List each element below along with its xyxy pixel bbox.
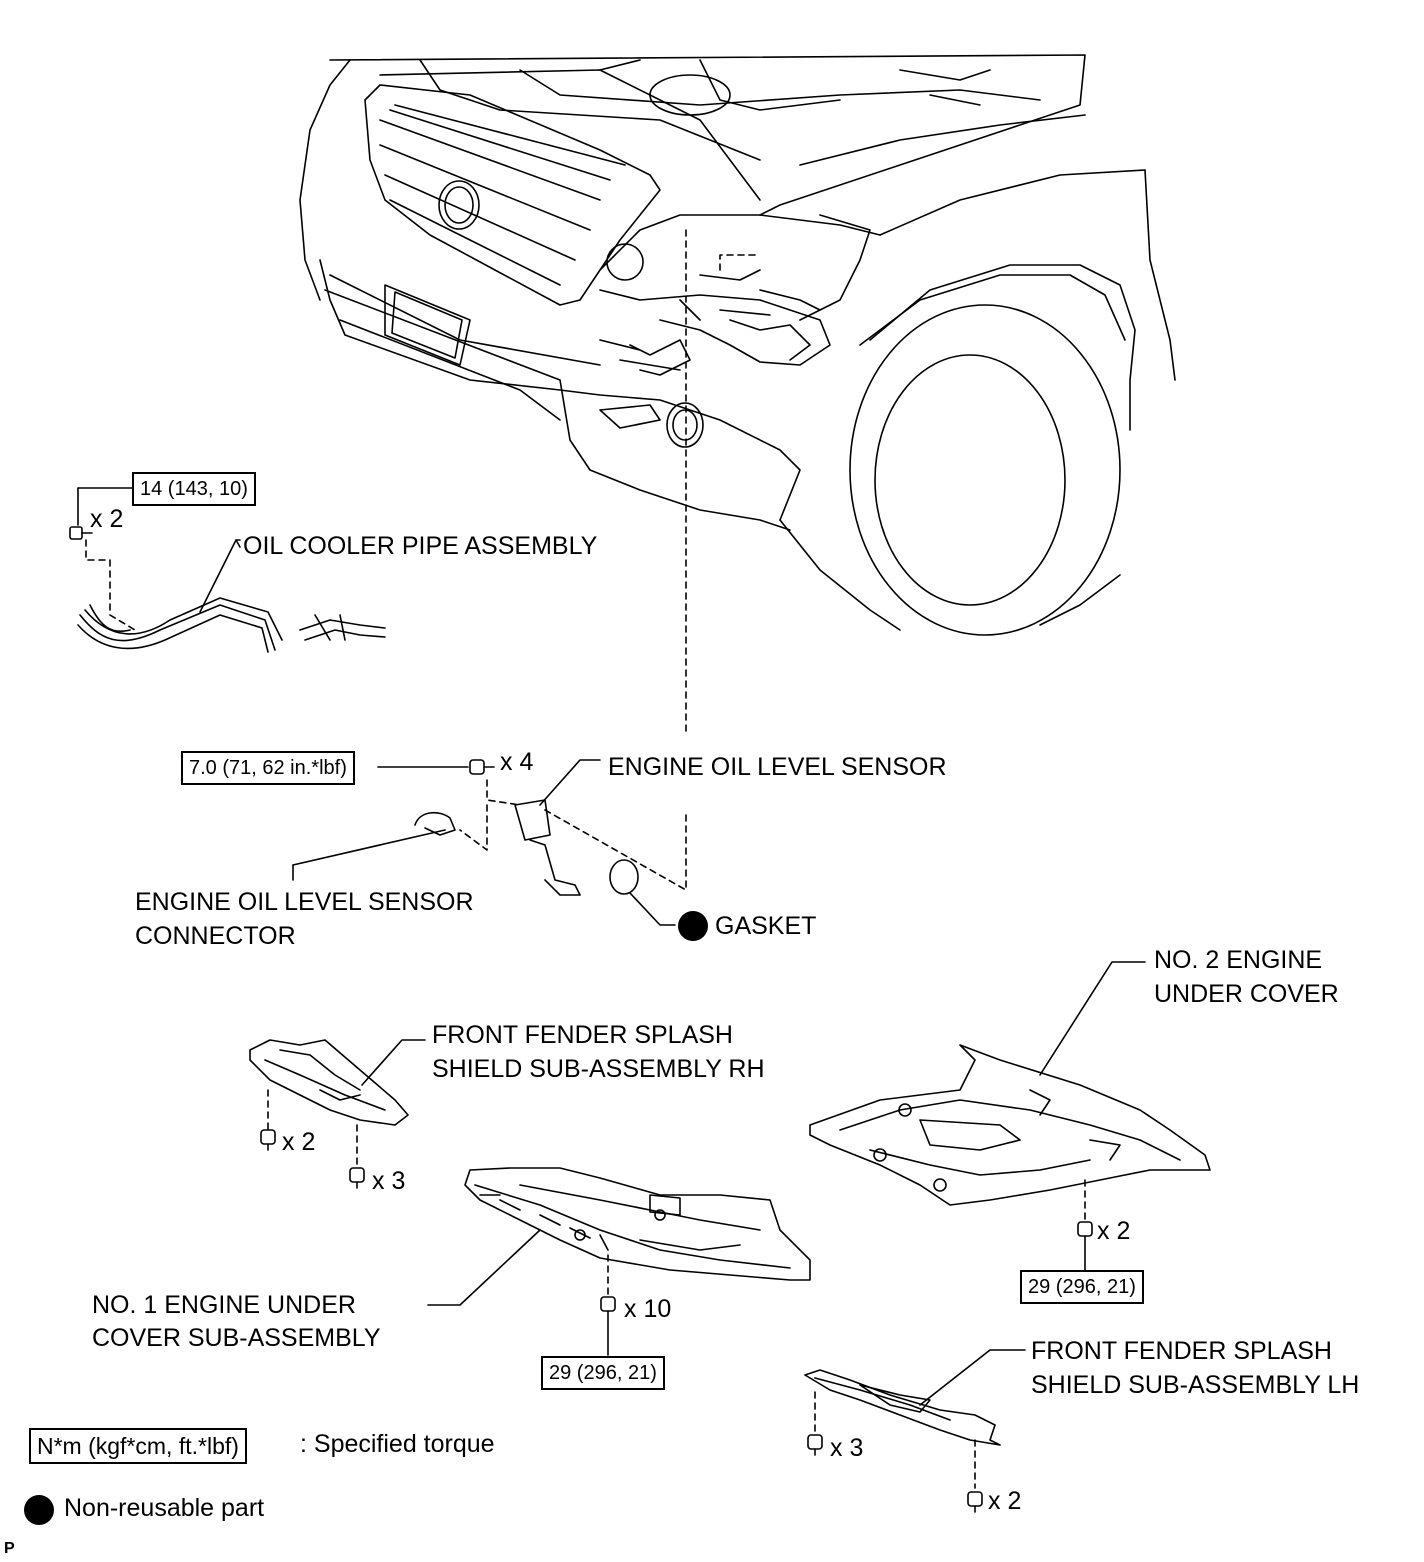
legend-non-reusable-text: Non-reusable part — [64, 1494, 265, 1522]
gasket-label: GASKET — [715, 912, 817, 940]
no2-cover-label-line1: NO. 2 ENGINE — [1154, 946, 1323, 974]
legend-torque-units: N*m (kgf*cm, ft.*lbf) — [29, 1428, 247, 1464]
no1-cover-bolt-quantity: x 10 — [624, 1295, 672, 1323]
splash-lh-bolt-quantity-b: x 2 — [988, 1487, 1022, 1515]
splash-shield-lh-drawing — [804, 1349, 1026, 1513]
legend-non-reusable-marker — [24, 1495, 54, 1525]
oil-cooler-pipe-label: OIL COOLER PIPE ASSEMBLY — [243, 532, 598, 560]
sensor-bolt-quantity: x 4 — [500, 748, 534, 776]
no2-cover-label-line2: UNDER COVER — [1154, 980, 1339, 1008]
engine-oil-level-sensor-label: ENGINE OIL LEVEL SENSOR — [608, 753, 947, 781]
splash-lh-label-line1: FRONT FENDER SPLASH — [1031, 1337, 1332, 1365]
sensor-bolt-torque: 7.0 (71, 62 in.*lbf) — [181, 751, 355, 785]
corner-mark: P — [4, 1540, 15, 1557]
vehicle-front-drawing — [299, 54, 1176, 636]
oil-level-sensor-drawing — [292, 759, 687, 926]
sensor-connector-label-line2: CONNECTOR — [135, 922, 296, 950]
legend-torque-description: : Specified torque — [300, 1430, 495, 1458]
splash-rh-label-line2: SHIELD SUB-ASSEMBLY RH — [432, 1055, 765, 1083]
oil-cooler-bolt-quantity: x 2 — [90, 505, 124, 533]
splash-lh-label-line2: SHIELD SUB-ASSEMBLY LH — [1031, 1371, 1360, 1399]
splash-rh-bolt-quantity-a: x 2 — [282, 1128, 316, 1156]
splash-rh-label-line1: FRONT FENDER SPLASH — [432, 1021, 733, 1049]
no2-cover-bolt-torque: 29 (296, 21) — [1020, 1270, 1144, 1304]
oil-cooler-bolt-torque: 14 (143, 10) — [132, 472, 256, 506]
no1-cover-bolt-torque: 29 (296, 21) — [541, 1356, 665, 1390]
non-reusable-marker-gasket — [678, 911, 708, 941]
no1-cover-label-line2: COVER SUB-ASSEMBLY — [92, 1324, 381, 1352]
no1-under-cover-drawing — [427, 1167, 811, 1356]
no2-under-cover-drawing — [809, 961, 1211, 1271]
splash-shield-rh-drawing — [249, 1039, 426, 1189]
splash-rh-bolt-quantity-b: x 3 — [372, 1167, 406, 1195]
no1-cover-label-line1: NO. 1 ENGINE UNDER — [92, 1291, 356, 1319]
no2-cover-bolt-quantity: x 2 — [1097, 1217, 1131, 1245]
splash-lh-bolt-quantity-a: x 3 — [830, 1434, 864, 1462]
sensor-connector-label-line1: ENGINE OIL LEVEL SENSOR — [135, 888, 474, 916]
